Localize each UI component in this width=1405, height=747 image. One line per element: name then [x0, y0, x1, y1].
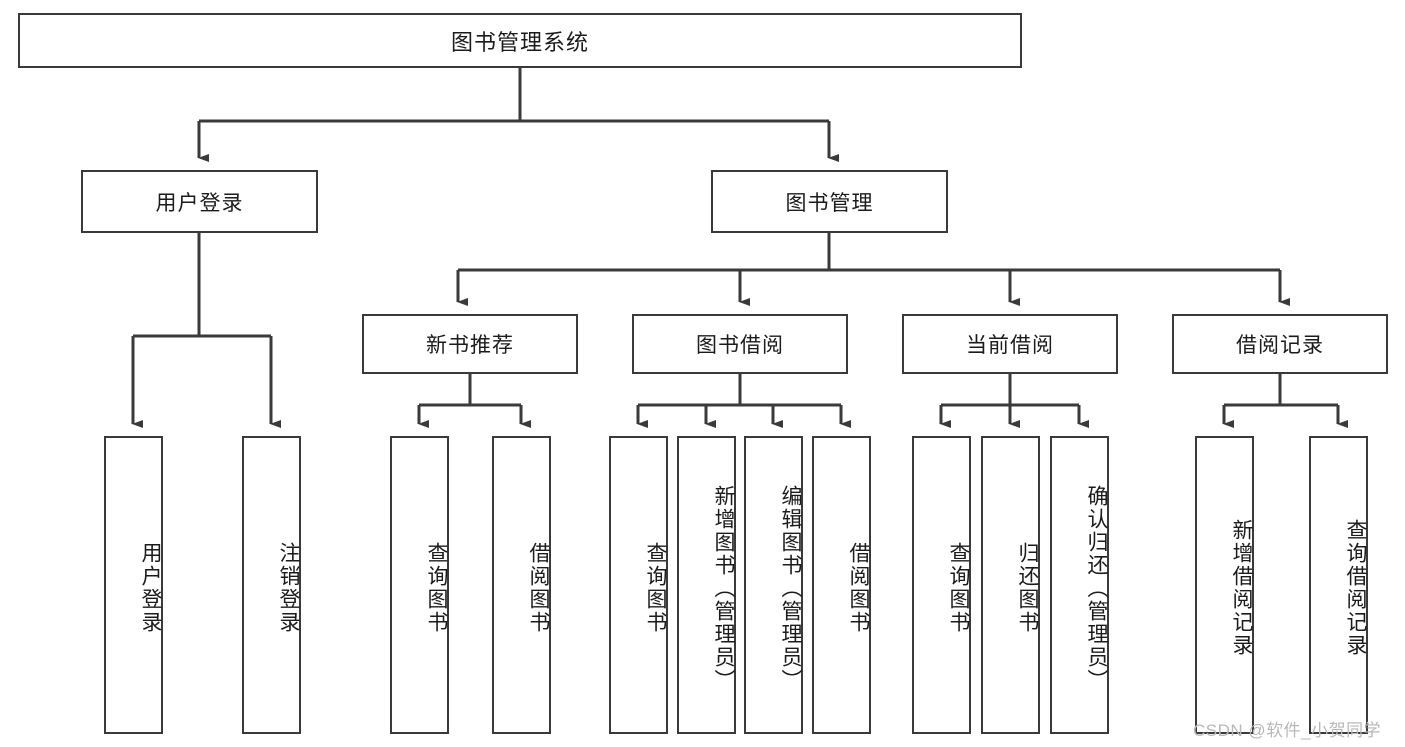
leaf-user-logout[interactable]: 注销登录 — [242, 436, 301, 734]
node-label: 图书管理系统 — [450, 29, 589, 55]
csdn-watermark: CSDN @软件_小贺同学 — [1193, 721, 1382, 740]
leaf-borrow-add-book-admin[interactable]: 新增图书（管理员） — [677, 436, 736, 734]
node-user-login[interactable]: 用户登录 — [81, 170, 318, 233]
leaf-user-login[interactable]: 用户登录 — [104, 436, 163, 734]
leaf-current-query-book[interactable]: 查询图书 — [912, 436, 971, 734]
node-label: 查询借阅记录 — [1344, 519, 1367, 657]
node-label: 新书推荐 — [426, 334, 514, 357]
node-label: 图书借阅 — [696, 334, 784, 357]
node-label: 注销登录 — [277, 542, 300, 634]
leaf-record-add-borrow-record[interactable]: 新增借阅记录 — [1195, 436, 1254, 734]
node-book-borrow[interactable]: 图书借阅 — [632, 314, 848, 374]
node-label: 查询图书 — [425, 542, 448, 634]
node-label: 查询图书 — [947, 542, 970, 634]
leaf-current-confirm-return-admin[interactable]: 确认归还（管理员） — [1050, 436, 1109, 734]
leaf-record-query-borrow-record[interactable]: 查询借阅记录 — [1309, 436, 1368, 734]
node-book-management[interactable]: 图书管理 — [711, 170, 948, 233]
node-root-book-management-system[interactable]: 图书管理系统 — [18, 13, 1022, 68]
leaf-current-return-book[interactable]: 归还图书 — [981, 436, 1040, 734]
node-label: 借阅记录 — [1236, 334, 1324, 357]
node-label: 用户登录 — [139, 542, 162, 634]
leaf-borrow-borrow-book[interactable]: 借阅图书 — [812, 436, 871, 734]
node-label: 借阅图书 — [847, 542, 870, 634]
node-label: 编辑图书（管理员） — [779, 484, 802, 692]
leaf-borrow-query-book[interactable]: 查询图书 — [609, 436, 668, 734]
node-label: 借阅图书 — [527, 542, 550, 634]
node-label: 新增图书（管理员） — [712, 484, 735, 692]
leaf-recommend-query-book[interactable]: 查询图书 — [390, 436, 449, 734]
node-borrow-record[interactable]: 借阅记录 — [1172, 314, 1388, 374]
node-new-book-recommend[interactable]: 新书推荐 — [362, 314, 578, 374]
node-label: 查询图书 — [644, 542, 667, 634]
node-label: 新增借阅记录 — [1230, 519, 1253, 657]
node-label: 归还图书 — [1016, 542, 1039, 634]
node-label: 当前借阅 — [966, 334, 1054, 357]
node-current-borrow[interactable]: 当前借阅 — [902, 314, 1118, 374]
leaf-borrow-edit-book-admin[interactable]: 编辑图书（管理员） — [744, 436, 803, 734]
node-label: 图书管理 — [785, 191, 874, 215]
leaf-recommend-borrow-book[interactable]: 借阅图书 — [492, 436, 551, 734]
node-label: 用户登录 — [155, 191, 244, 215]
node-label: 确认归还（管理员） — [1085, 484, 1108, 692]
